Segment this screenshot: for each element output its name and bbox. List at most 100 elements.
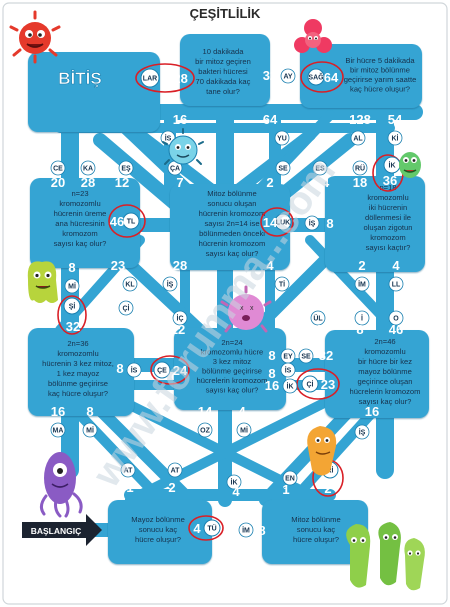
- question-line: 10 dakikada: [203, 47, 245, 56]
- question-line: kromozomlu: [364, 347, 405, 356]
- question-box-q9[interactable]: [108, 500, 212, 564]
- svg-text:12: 12: [171, 322, 185, 337]
- svg-text:4: 4: [392, 258, 400, 273]
- label-64-yu: 64 YU: [263, 112, 290, 146]
- label-36-ci: Çİ 36: [113, 300, 134, 331]
- svg-text:ÜL: ÜL: [313, 314, 323, 323]
- svg-text:12: 12: [115, 175, 129, 190]
- svg-text:RÜ: RÜ: [355, 164, 365, 173]
- question-box-q7[interactable]: [174, 328, 286, 410]
- question-line: döllenmesi ile: [365, 213, 411, 222]
- svg-text:8: 8: [356, 322, 363, 337]
- label-12-es: EŞ 12: [115, 160, 134, 190]
- svg-text:8: 8: [268, 348, 275, 363]
- start-arrow[interactable]: BAŞLANGIÇ: [22, 514, 102, 546]
- question-box-q8[interactable]: [325, 330, 429, 418]
- question-line: geçirirse yarım saatte: [344, 75, 417, 84]
- svg-text:SE: SE: [301, 354, 311, 361]
- svg-text:54: 54: [388, 112, 403, 127]
- svg-text:8: 8: [86, 404, 93, 419]
- question-line: Mitoz bölünme: [207, 189, 256, 198]
- answer-oval-q9: [188, 515, 224, 541]
- svg-text:2: 2: [266, 175, 273, 190]
- svg-text:İS: İS: [165, 135, 172, 143]
- svg-text:8: 8: [68, 260, 75, 275]
- question-line: bir hücre bir kez: [358, 357, 412, 366]
- title: ÇEŞİTLİLİK: [190, 6, 261, 21]
- svg-text:4: 4: [232, 484, 240, 499]
- label-8-mi-l: 8 Mİ: [64, 260, 80, 294]
- question-box-q1[interactable]: [180, 34, 270, 106]
- svg-text:14: 14: [198, 404, 213, 419]
- label-4-ll: 4 LL: [388, 258, 404, 292]
- cyan-virus-icon: [162, 128, 204, 165]
- label-28-is: 28 İŞ: [162, 258, 187, 292]
- label-at-2: AT 2: [167, 462, 183, 495]
- question-line: sayısı kaç olur?: [359, 397, 412, 406]
- question-line: 2n=24: [221, 338, 242, 347]
- label-23-kl: 23 KL: [111, 258, 138, 292]
- svg-text:İK: İK: [231, 479, 238, 487]
- answer-number-q1: 128: [166, 71, 188, 86]
- question-box-q3[interactable]: [30, 178, 140, 268]
- answer-number-q2: 64: [324, 70, 339, 85]
- answer-syllable-q6: Şİ: [69, 303, 76, 311]
- question-line: hücrelerin kromozom: [197, 376, 268, 385]
- svg-text:18: 18: [353, 175, 367, 190]
- question-line: sonucu kaç: [139, 525, 178, 534]
- answer-syllable-q1: LAR: [143, 76, 157, 83]
- svg-text:LL: LL: [392, 282, 401, 289]
- svg-text:MA: MA: [53, 428, 64, 435]
- pink-virus-icon: x x: [220, 285, 272, 333]
- answer-number-q8: 23: [321, 377, 335, 392]
- question-line: bakteri hücresi: [198, 67, 248, 76]
- svg-text:128: 128: [349, 112, 371, 127]
- answer-syllable-q9: TÜ: [207, 524, 216, 533]
- svg-text:4: 4: [266, 258, 274, 273]
- answer-number-q3: 46: [110, 214, 124, 229]
- question-box-q2[interactable]: [300, 44, 422, 108]
- green-microbe-icon: [399, 152, 421, 178]
- svg-text:Mİ: Mİ: [68, 283, 76, 291]
- label-16-ik: 16 İK: [265, 378, 298, 394]
- label-at-1: AT 1: [120, 462, 136, 495]
- label-4-ul: ÜL 4: [310, 310, 326, 337]
- question-box-q4[interactable]: [170, 184, 290, 270]
- question-box-q5[interactable]: [325, 176, 425, 272]
- svg-text:SE: SE: [278, 166, 288, 173]
- question-line: kromozomlu hücre: [201, 348, 263, 357]
- label-16-ma: 16 MA: [50, 404, 66, 438]
- label-18-ru: RÜ 18: [352, 160, 368, 190]
- end-box: [28, 52, 160, 132]
- answer-oval-q7: [150, 355, 190, 385]
- question-line: kaç hücre oluşur?: [350, 85, 410, 94]
- answer-syllable-q2: SAĞ: [308, 73, 324, 82]
- label-28-ka: KA 28: [80, 160, 96, 190]
- label-8-is-l: 8 İS: [116, 361, 142, 378]
- svg-text:İS: İS: [131, 367, 138, 375]
- question-line: hücrenin 3 kez mitoz,: [42, 359, 114, 368]
- question-line: bölünme geçirirse: [48, 379, 108, 388]
- label-2-im: 2 İM: [354, 258, 370, 292]
- svg-text:7: 7: [176, 175, 183, 190]
- question-line: 2n=36: [67, 339, 88, 348]
- question-box-q6[interactable]: [28, 328, 134, 416]
- yellow-microbe-icon: [27, 261, 58, 303]
- svg-text:AL: AL: [353, 136, 363, 143]
- question-boxes: [28, 34, 429, 564]
- answer-number-q5: 36: [383, 173, 397, 188]
- answer-oval-q2: [300, 61, 344, 93]
- question-line: 3 kez mitoz: [213, 357, 252, 366]
- answer-number-q4: 14: [263, 215, 278, 230]
- label-32-ay: 32 AY: [263, 68, 296, 84]
- question-line: sonucu oluşan: [208, 199, 257, 208]
- question-line: n=18: [379, 183, 396, 192]
- question-line: hücrelerin kromozom: [350, 387, 421, 396]
- svg-text:2: 2: [168, 480, 175, 495]
- question-box-q10[interactable]: [262, 500, 368, 564]
